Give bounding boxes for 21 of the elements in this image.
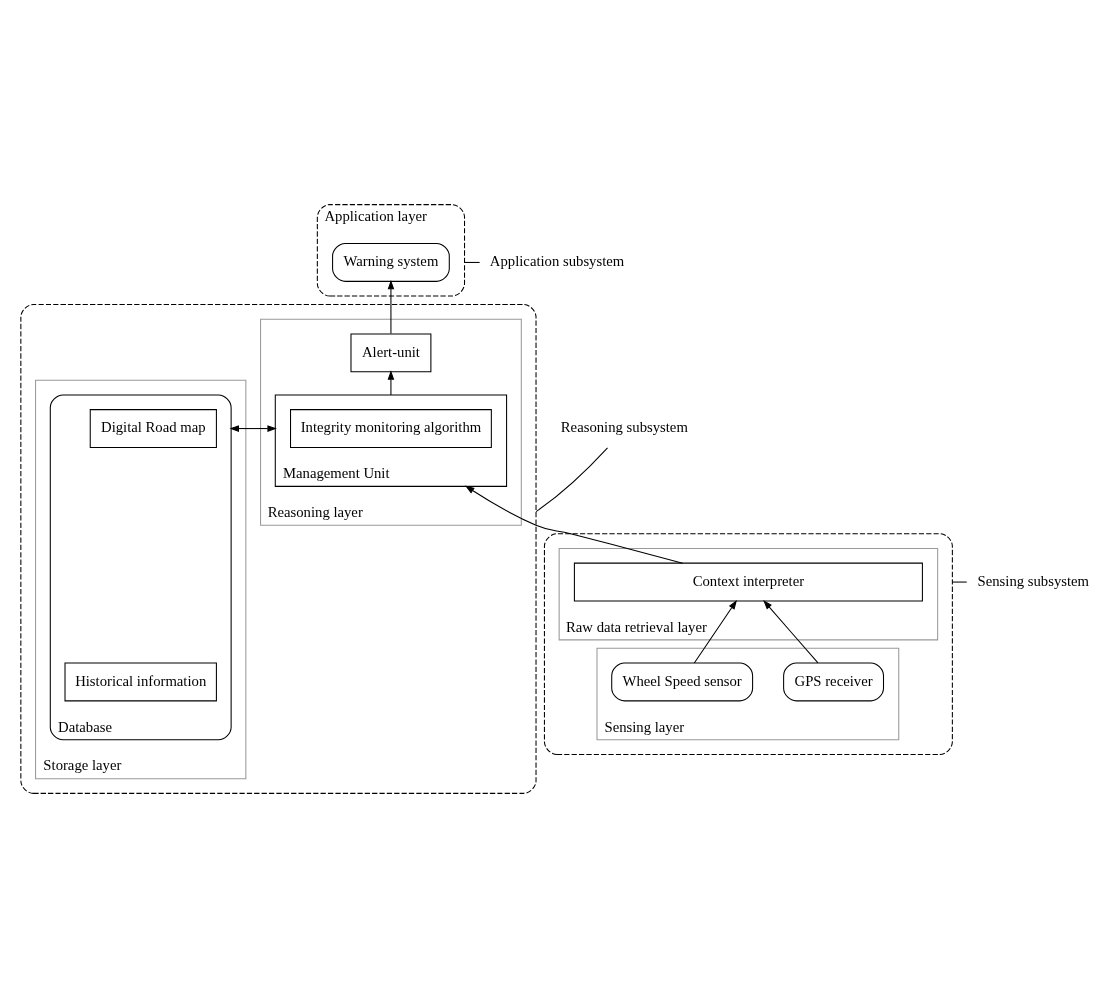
arrow — [229, 424, 277, 432]
cluster — [20, 303, 537, 794]
connector — [464, 261, 481, 263]
node-text: Sensing subsystem — [977, 572, 1090, 589]
arrow — [763, 599, 819, 663]
node-box: Context interpreter — [573, 562, 923, 601]
node-text: Application subsystem — [489, 252, 625, 269]
node-box: Wheel Speed sensor — [611, 662, 754, 701]
connector — [535, 446, 609, 512]
node-box: Historical information — [64, 662, 217, 701]
node-box: Alert-unit — [350, 332, 432, 372]
arrow — [387, 369, 395, 395]
node-box: Warning system — [332, 242, 450, 282]
node-text: Reasoning subsystem — [560, 418, 688, 435]
node-box: Integrity monitoring algorithm — [290, 408, 492, 448]
cluster — [543, 532, 953, 755]
node-box: GPS receiver — [783, 662, 885, 701]
connector — [951, 581, 968, 583]
arrow — [387, 279, 395, 334]
node-box: Digital Road map — [89, 408, 217, 448]
arrow — [693, 599, 737, 663]
